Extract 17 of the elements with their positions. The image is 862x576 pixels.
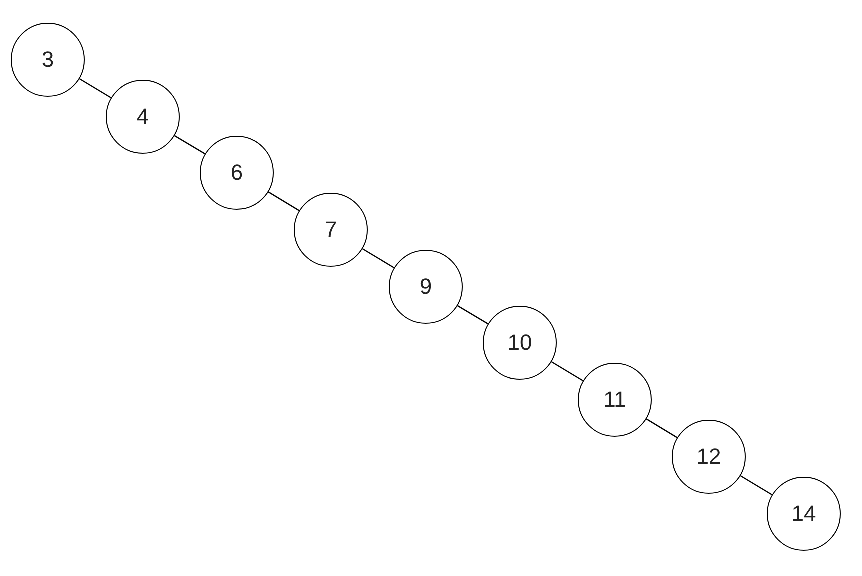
node-value: 10 — [508, 330, 532, 356]
tree-edge-line — [362, 248, 395, 268]
tree-edge-line — [174, 135, 206, 155]
node-value: 7 — [324, 217, 338, 243]
tree-edge-line — [646, 418, 678, 438]
node-value: 12 — [696, 444, 722, 470]
tree-edge-line — [79, 78, 112, 98]
node-value: 6 — [230, 160, 244, 186]
tree-edge-line — [457, 305, 489, 325]
node-value: 4 — [136, 104, 150, 130]
tree-edge-line — [551, 362, 584, 382]
node-value: 11 — [604, 387, 626, 413]
node-value: 14 — [792, 501, 816, 527]
tree-edge-line — [268, 192, 300, 212]
node-value: 3 — [42, 47, 54, 73]
node-value: 9 — [420, 274, 432, 300]
tree-edge-line — [740, 476, 773, 496]
